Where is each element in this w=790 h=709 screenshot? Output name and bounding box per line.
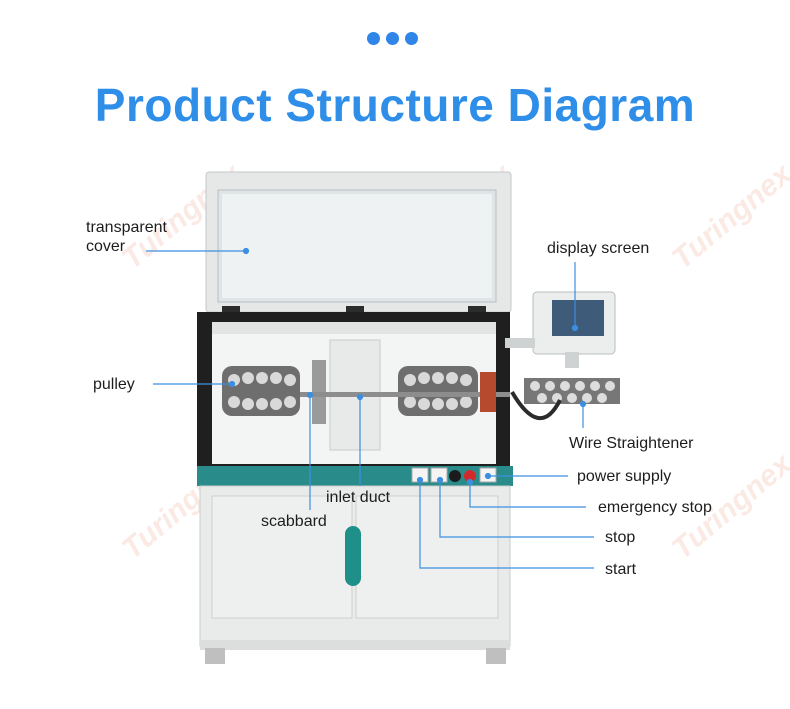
leader-stop [439, 480, 594, 538]
label-scabbard: scabbard [261, 513, 327, 530]
label-pulley: pulley [93, 376, 135, 393]
label-stop: stop [605, 529, 636, 546]
leader-start [419, 480, 594, 569]
transparent-cover [205, 171, 512, 313]
label-wire-straightener: Wire Straightener [569, 435, 694, 452]
label-transparent-cover-line2: cover [86, 238, 126, 255]
label-power-supply: power supply [577, 468, 672, 485]
label-inlet-duct: inlet duct [326, 489, 391, 506]
inlet-duct-rod [300, 392, 510, 397]
control-buttons [411, 467, 497, 483]
label-transparent-cover: transparent cover [86, 218, 167, 256]
dot [405, 32, 418, 45]
page-title: Product Structure Diagram [94, 79, 696, 131]
label-transparent-cover-line1: transparent [86, 219, 167, 236]
right-pulley-group [398, 366, 478, 416]
leader-lines [146, 247, 594, 569]
guide-block [480, 372, 496, 412]
label-emergency-stop: emergency stop [598, 499, 712, 516]
left-pulley-group [222, 366, 300, 416]
cabinet [199, 485, 511, 664]
label-display-screen: display screen [547, 240, 650, 257]
leader-emergency-stop [469, 482, 586, 508]
label-start: start [605, 561, 637, 578]
display-screen-unit [505, 291, 616, 368]
wire-straightener [510, 378, 620, 420]
dot [386, 32, 399, 45]
dot [367, 32, 380, 45]
decorative-dots [367, 32, 423, 46]
